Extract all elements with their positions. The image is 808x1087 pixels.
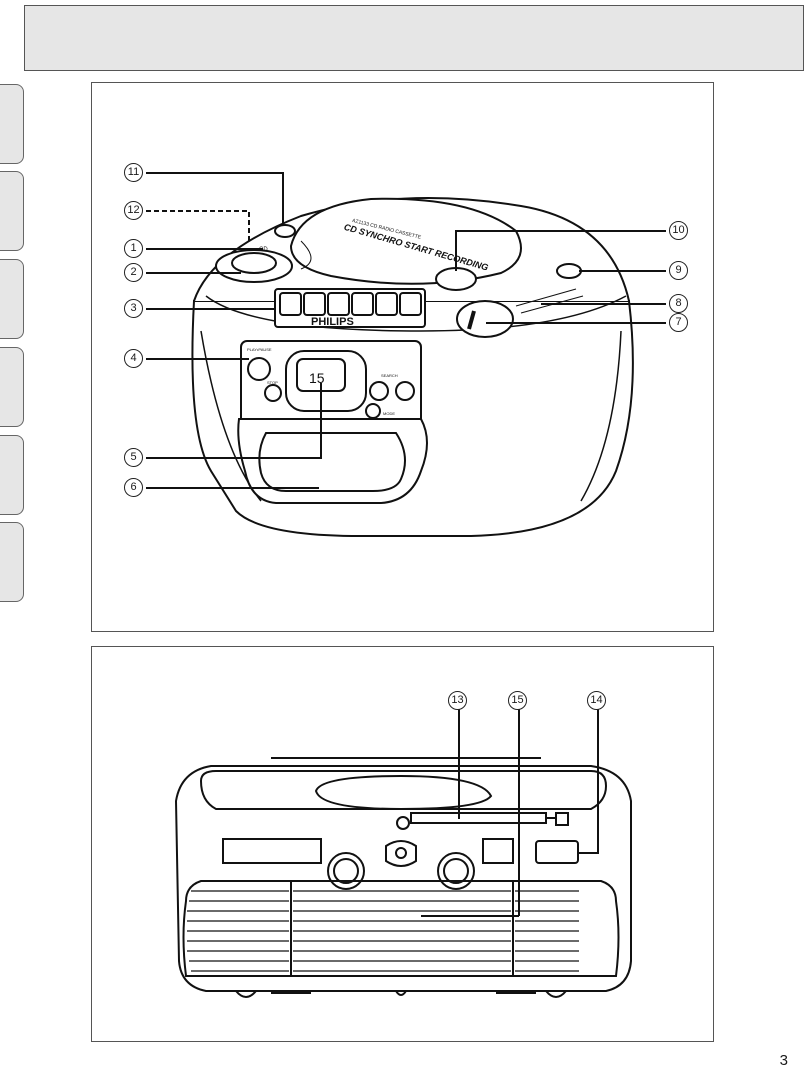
mode-label: MODE <box>383 411 395 416</box>
section-tab-5[interactable] <box>0 435 24 515</box>
callout-4: 4 <box>124 349 143 368</box>
display-readout: 15 <box>309 370 325 386</box>
callout-14: 14 <box>587 691 606 710</box>
section-tab-1[interactable] <box>0 84 24 164</box>
play-pause-label: PLAY•PAUSE <box>247 347 272 352</box>
brand-label: PHILIPS <box>311 316 354 328</box>
stop-label: STOP <box>267 380 278 385</box>
callout-3: 3 <box>124 299 143 318</box>
rear-view-illustration <box>174 709 632 998</box>
section-tab-4[interactable] <box>0 347 24 427</box>
cd-label: CD <box>259 247 268 253</box>
section-tab-2[interactable] <box>0 171 24 251</box>
callout-12: 12 <box>124 201 143 220</box>
callout-7: 7 <box>669 313 688 332</box>
callout-1: 1 <box>124 239 143 258</box>
callout-10: 10 <box>669 221 688 240</box>
front-view-illustration: PHILIPS CD SYNCHRO START RECORDING AZ113… <box>146 172 666 537</box>
section-tab-3[interactable] <box>0 259 24 339</box>
page-number: 3 <box>779 1052 788 1069</box>
callout-11: 11 <box>124 163 143 182</box>
callout-6: 6 <box>124 478 143 497</box>
header-bar <box>24 5 804 71</box>
callout-8: 8 <box>669 294 688 313</box>
front-view-panel: PHILIPS CD SYNCHRO START RECORDING AZ113… <box>91 82 714 632</box>
callout-13: 13 <box>448 691 467 710</box>
callout-2: 2 <box>124 263 143 282</box>
callout-5: 5 <box>124 448 143 467</box>
callout-9: 9 <box>669 261 688 280</box>
section-tab-6[interactable] <box>0 522 24 602</box>
rear-view-panel: 13 15 14 <box>91 646 714 1042</box>
callout-15: 15 <box>508 691 527 710</box>
search-label: SEARCH <box>381 373 398 378</box>
